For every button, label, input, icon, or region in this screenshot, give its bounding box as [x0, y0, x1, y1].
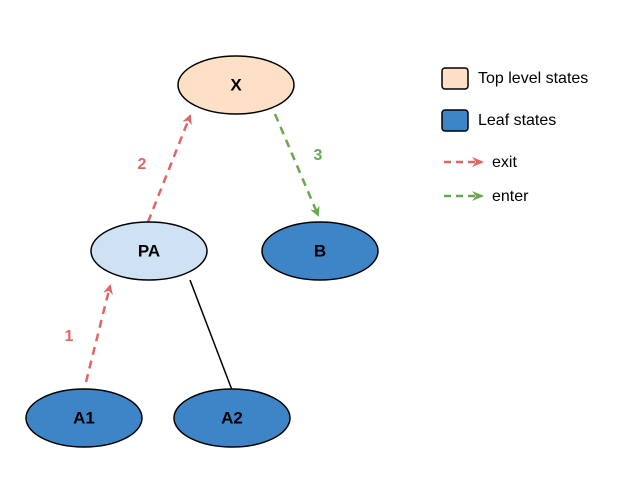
- legend-label-exit: exit: [492, 154, 517, 171]
- edge-pa-a2: [189, 279, 233, 391]
- state-node-b: B: [261, 221, 379, 281]
- edge-pa-x-exit: [146, 114, 192, 223]
- node-label-a1: A1: [73, 408, 95, 427]
- step-label-2: 2: [138, 156, 147, 173]
- state-node-x: X: [177, 55, 295, 115]
- legend-item-leaf: Leaf states: [441, 109, 556, 132]
- legend-swatch-top-level: [441, 67, 469, 90]
- state-node-a1: A1: [25, 388, 143, 448]
- legend-item-exit: exit: [444, 154, 517, 171]
- node-label-b: B: [314, 241, 326, 260]
- edge-x-b-enter: [273, 113, 320, 217]
- step-label-1: 1: [65, 328, 74, 345]
- legend-item-top-level: Top level states: [441, 67, 588, 90]
- node-label-pa: PA: [138, 241, 160, 260]
- state-node-a2: A2: [173, 388, 291, 448]
- legend-label-top-level: Top level states: [478, 70, 588, 87]
- state-node-pa: PA: [90, 221, 208, 281]
- legend-label-enter: enter: [492, 188, 529, 205]
- node-label-a2: A2: [221, 408, 243, 427]
- step-label-3: 3: [314, 147, 323, 164]
- legend-item-enter: enter: [444, 188, 529, 205]
- legend: Top level states Leaf states exit enter: [441, 67, 588, 205]
- legend-label-leaf: Leaf states: [478, 112, 556, 129]
- legend-swatch-leaf: [441, 109, 469, 132]
- edge-a1-pa-exit: [84, 284, 113, 383]
- node-label-x: X: [230, 75, 242, 94]
